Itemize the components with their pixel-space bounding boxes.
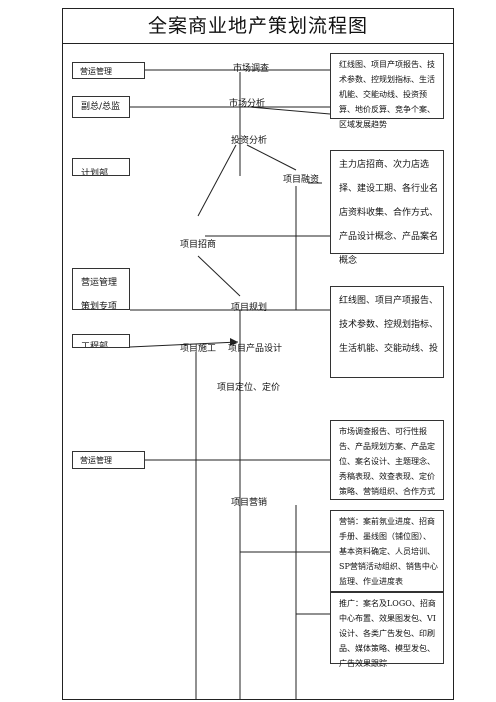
deputy-director-box: 副总/总监 [72,96,130,118]
note-site-research: 红线图、项目产项报告、技术参数、控规划指标、生活机能、交能动线、投资预算、地价反… [330,53,444,129]
engineering-dept-label: 工程部 [81,342,109,348]
project-construction-label: 项目施工 [180,344,217,354]
planning-dept-box: 计划部 [72,158,130,176]
note-leasing-details: 主力店招商、次力店选择、建设工期、各行业名店资料收集、合作方式、产品设计概念、产… [330,150,444,266]
title-divider [62,43,454,44]
connector-invest-to-leasing-diag [197,144,237,217]
investment-analysis-label: 投资分析 [231,136,268,146]
note-positioning-reports: 市场调查报告、可行性报告、产品规划方案、产品定位、案名设计、主题理念、秀稿表现、… [330,420,444,500]
market-research-label: 市场调查 [233,64,270,74]
project-planning-label: 项目规划 [231,303,268,313]
connector-invest-to-financing-diag [246,144,297,171]
positioning-pricing-label: 项目定位、定价 [217,383,281,393]
project-leasing-label: 项目招商 [180,240,217,250]
project-marketing-label: 项目营销 [231,498,268,508]
ops-management-box-bottom: 营运管理 [72,451,145,469]
project-product-design-label: 项目产品设计 [228,344,283,354]
ops-management-label: 营运管理 [80,67,112,76]
arrow-construction [230,338,238,346]
note-marketing: 营销：案前氛业进度、招商手册、墨线图（铺位图）、基本资料确定、人员培训、SP营销… [330,510,444,592]
page-frame [62,8,454,700]
ops-management-box-top: 营运管理 [72,62,145,79]
connector-analysis-to-note1 [249,106,331,115]
engineering-dept-box: 工程部 [72,334,130,348]
planning-dept-label: 计划部 [81,169,109,176]
deputy-director-label: 副总/总监 [81,102,121,112]
ops-management-mid-label: 营运管理 [81,278,118,288]
planning-special-label: 策划专项 [81,302,118,310]
project-financing-label: 项目融资 [283,175,320,185]
page-title: 全案商业地产策划流程图 [147,15,368,37]
ops-management-bottom-label: 营运管理 [80,456,112,465]
note-planning-specs: 红线图、项目产项报告、技术参数、控规划指标、生活机能、交能动线、投 [330,286,444,378]
note-promotion: 推广：案名及LOGO、招商中心布置、效果图发包、VI设计、各类广告发包、印刷品、… [330,592,444,668]
connector-cut-to-construction [129,341,239,348]
ops-management-box-mid: 营运管理 策划专项 [72,268,130,310]
connector-leasing-to-plan-diag [197,255,241,297]
market-analysis-label: 市场分析 [229,99,266,109]
